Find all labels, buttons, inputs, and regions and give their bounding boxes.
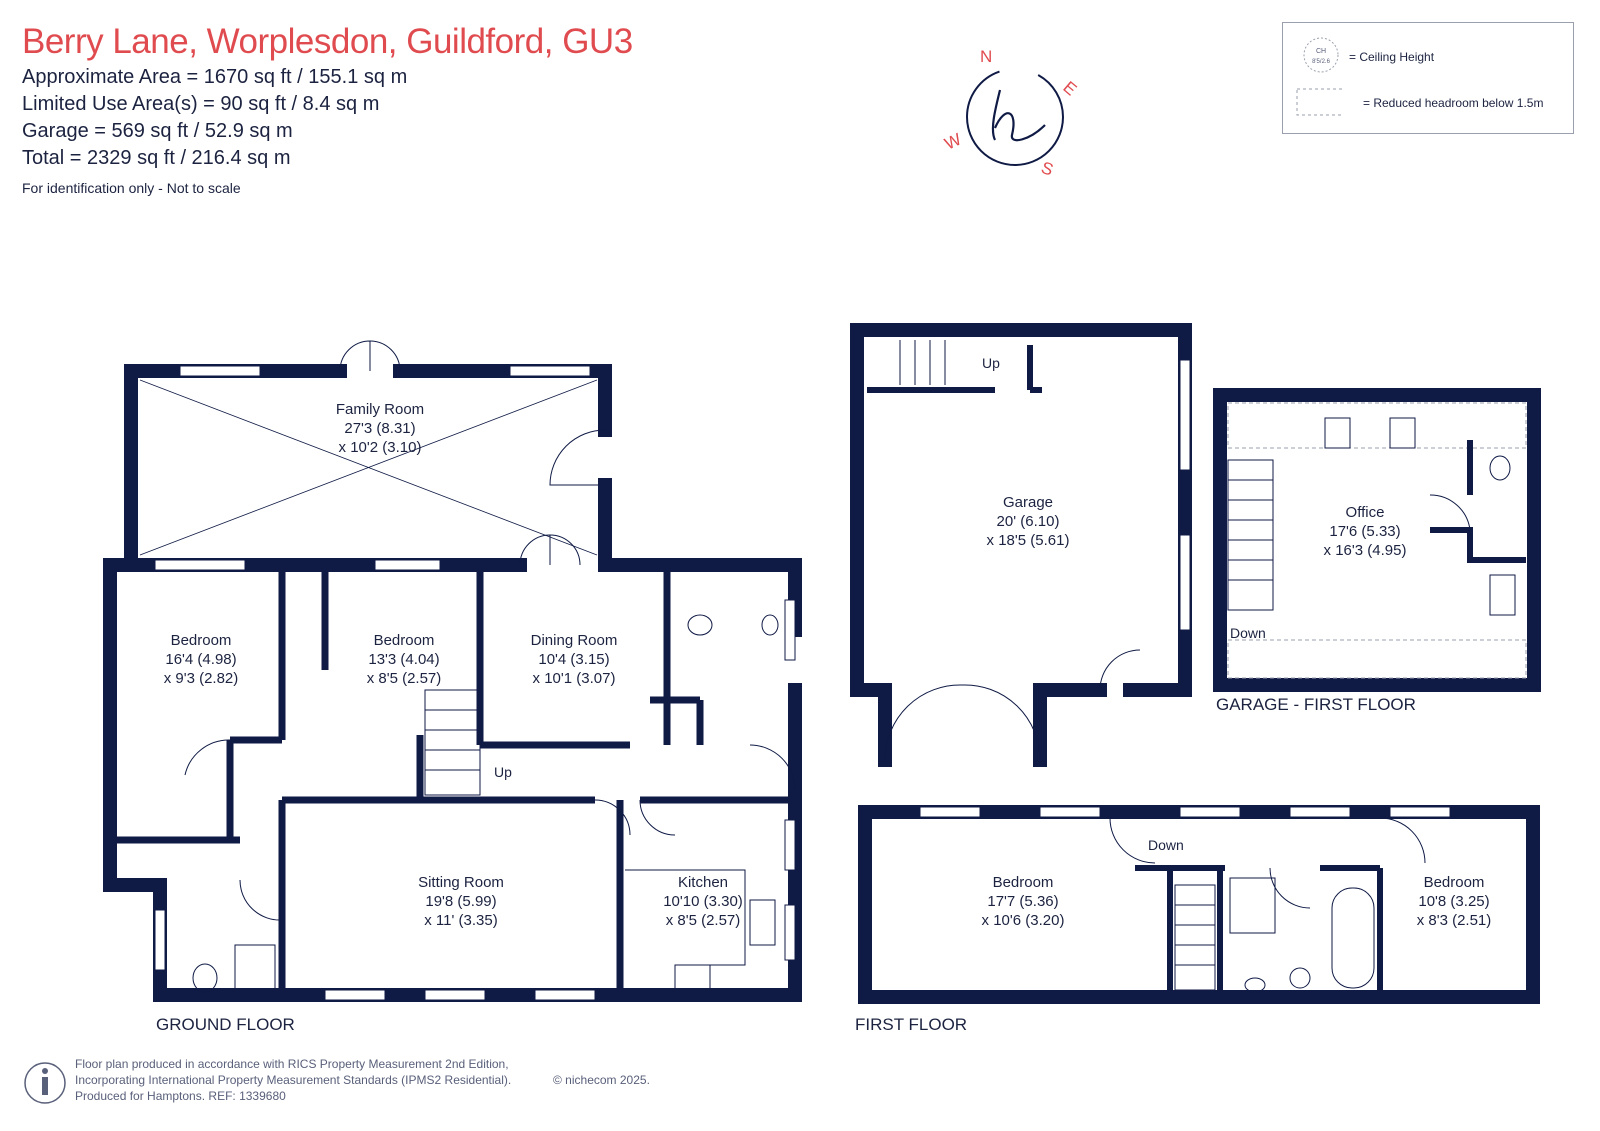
first-floor-internal (1135, 865, 1383, 997)
toilet-icon (687, 614, 713, 636)
doors-ground (184, 340, 796, 921)
footer-line3: Produced for Hamptons. REF: 1339680 (75, 1089, 286, 1103)
footer: Floor plan produced in accordance with R… (75, 1056, 650, 1104)
room-garage-dim1: 20' (6.10) (997, 513, 1060, 530)
room-bedroom-ff1-name: Bedroom (993, 874, 1054, 891)
room-sitting-name: Sitting Room (418, 874, 504, 891)
room-kitchen-name: Kitchen (678, 874, 728, 891)
stairs-down-first: Down (1148, 837, 1184, 853)
svg-text:8'5/2.6: 8'5/2.6 (1312, 59, 1330, 65)
first-floor-details (919, 806, 1451, 993)
stairs-ground (424, 689, 481, 796)
room-bedroom-gf1-dim2: x 9'3 (2.82) (164, 670, 239, 687)
room-sitting-dim2: x 11' (3.35) (424, 912, 497, 929)
ceiling-height-symbol: CH 8'5/2.6 (1296, 37, 1343, 116)
compass-e: E (1059, 78, 1080, 100)
stairs-up-ground: Up (494, 764, 512, 780)
garage-internal (867, 345, 1042, 393)
walls-office (1213, 388, 1541, 692)
limited-use-area: Limited Use Area(s) = 90 sq ft / 8.4 sq … (22, 93, 380, 115)
floor-label-ground: GROUND FLOOR (156, 1015, 295, 1034)
basin-icon (761, 614, 779, 636)
room-sitting-dim1: 19'8 (5.99) (425, 893, 496, 910)
property-title: Berry Lane, Worplesdon, Guildford, GU3 (22, 22, 633, 61)
room-garage-dim2: x 18'5 (5.61) (987, 532, 1070, 549)
toilet-icon (192, 963, 218, 993)
stairs-up-garage: Up (982, 355, 1000, 371)
room-dining-dim2: x 10'1 (3.07) (533, 670, 616, 687)
room-bedroom-gf2-name: Bedroom (374, 632, 435, 649)
room-office-dim1: 17'6 (5.33) (1329, 523, 1400, 540)
reduced-headroom-symbol (1296, 88, 1343, 116)
compass-n: N (980, 47, 992, 66)
room-garage-name: Garage (1003, 494, 1053, 511)
room-bedroom-ff2-dim2: x 8'3 (2.51) (1417, 912, 1492, 929)
room-bedroom-ff1-dim2: x 10'6 (3.20) (982, 912, 1065, 929)
legend: CH 8'5/2.6 = Ceiling Height = Reduced he… (1282, 22, 1574, 134)
office-internal (1430, 440, 1526, 563)
compass-w: W (942, 130, 965, 154)
footer-line1: Floor plan produced in accordance with R… (75, 1057, 509, 1071)
scale-note: For identification only - Not to scale (22, 180, 241, 196)
room-kitchen-dim1: 10'10 (3.30) (663, 893, 743, 910)
internal-walls-ground (110, 570, 795, 995)
floor-label-garage-first: GARAGE - FIRST FLOOR (1216, 695, 1416, 714)
office-details (1227, 402, 1527, 679)
windows-ground (154, 365, 796, 1001)
floor-label-first: FIRST FLOOR (855, 1015, 967, 1034)
info-icon (24, 1062, 66, 1104)
approximate-area: Approximate Area = 1670 sq ft / 155.1 sq… (22, 66, 408, 88)
room-bedroom-ff1-dim1: 17'7 (5.36) (987, 893, 1058, 910)
garage-area: Garage = 569 sq ft / 52.9 sq m (22, 120, 293, 142)
room-bedroom-ff2-dim1: 10'8 (3.25) (1418, 893, 1489, 910)
room-dining-dim1: 10'4 (3.15) (538, 651, 609, 668)
room-family-dim1: 27'3 (8.31) (344, 420, 415, 437)
walls-garage (850, 323, 1192, 767)
stairs-down-office: Down (1230, 625, 1266, 641)
header: Berry Lane, Worplesdon, Guildford, GU3 A… (22, 20, 633, 196)
room-bedroom-gf2-dim1: 13'3 (4.04) (368, 651, 439, 668)
room-bedroom-gf2-dim2: x 8'5 (2.57) (367, 670, 442, 687)
room-family-dim2: x 10'2 (3.10) (339, 439, 422, 456)
sink-icon (749, 899, 776, 946)
room-office-name: Office (1346, 504, 1385, 521)
hob-icon (674, 964, 711, 996)
footer-copyright: © nichecom 2025. (553, 1073, 650, 1087)
svg-text:CH: CH (1316, 48, 1326, 55)
room-kitchen-dim2: x 8'5 (2.57) (666, 912, 741, 929)
reduced-headroom-label: = Reduced headroom below 1.5m (1363, 96, 1544, 110)
room-family-name: Family Room (336, 401, 424, 418)
ceiling-height-label: = Ceiling Height (1349, 50, 1435, 64)
compass-logo: N E S W (942, 47, 1081, 180)
room-bedroom-ff2-name: Bedroom (1424, 874, 1485, 891)
compass-s: S (1039, 158, 1056, 180)
room-bedroom-gf1-name: Bedroom (171, 632, 232, 649)
room-dining-name: Dining Room (531, 632, 618, 649)
garage-stairs (884, 340, 1191, 761)
total-area: Total = 2329 sq ft / 216.4 sq m (22, 147, 291, 169)
room-office-dim2: x 16'3 (4.95) (1324, 542, 1407, 559)
room-bedroom-gf1-dim1: 16'4 (4.98) (165, 651, 236, 668)
footer-line2: Incorporating International Property Mea… (75, 1073, 512, 1087)
shower-icon (234, 944, 276, 991)
